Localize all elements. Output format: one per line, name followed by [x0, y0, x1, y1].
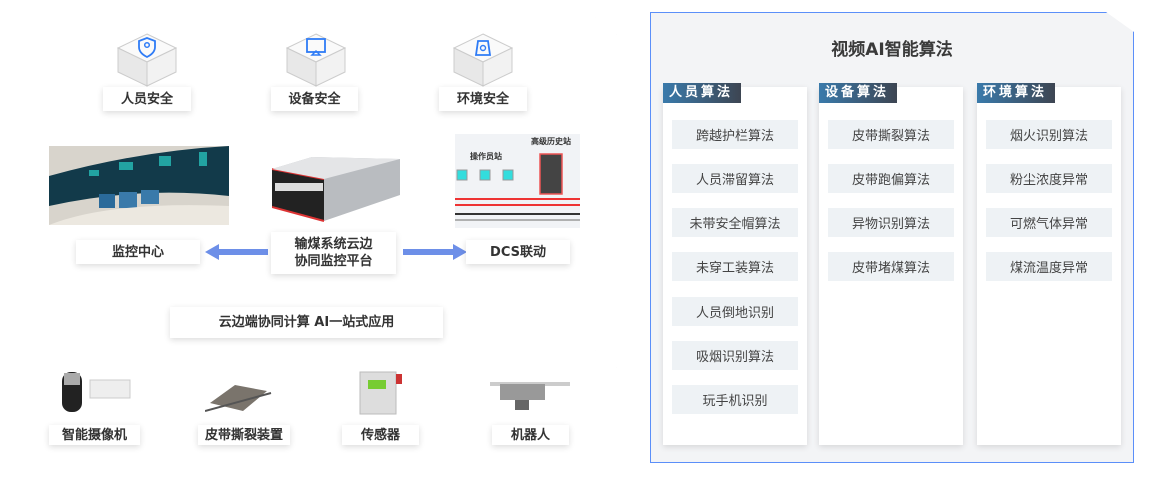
middle-banner: 云边端协同计算 AI一站式应用 [170, 307, 443, 338]
safety-label-personnel: 人员安全 [103, 87, 191, 111]
dcs-label: DCS联动 [466, 240, 570, 264]
dcs-network-graphic [455, 153, 580, 221]
sensor-image [359, 371, 402, 415]
column-equipment: 设备算法 皮带撕裂算法 皮带跑偏算法 异物识别算法 皮带堵煤算法 [819, 87, 963, 445]
belt-tear-device-image [205, 385, 272, 412]
safety-label-equipment: 设备安全 [271, 87, 358, 111]
algorithm-item[interactable]: 人员倒地识别 [672, 297, 798, 326]
safety-label-environment: 环境安全 [439, 87, 527, 111]
dcs-diagram: 高级历史站 操作员站 [455, 134, 580, 228]
platform-label: 输煤系统云边 协同监控平台 [271, 232, 396, 274]
monitoring-center-image [49, 146, 229, 225]
arrow-left [218, 249, 268, 255]
ai-algorithm-panel: 视频AI智能算法 人员算法 跨越护栏算法 人员滞留算法 未带安全帽算法 未穿工装… [650, 12, 1134, 463]
algorithm-item[interactable]: 烟火识别算法 [986, 120, 1112, 149]
robot-image [490, 382, 570, 410]
operator-station-label: 操作员站 [470, 152, 502, 161]
algorithm-item[interactable]: 皮带撕裂算法 [828, 120, 954, 149]
platform-line-2: 协同监控平台 [294, 254, 373, 269]
algorithm-item[interactable]: 跨越护栏算法 [672, 120, 798, 149]
arrow-right [403, 249, 454, 255]
column-header: 环境算法 [977, 83, 1055, 103]
algorithm-item[interactable]: 未穿工装算法 [672, 252, 798, 281]
column-environment: 环境算法 烟火识别算法 粉尘浓度异常 可燃气体异常 煤流温度异常 [977, 87, 1121, 445]
monitoring-center-label: 监控中心 [76, 240, 200, 264]
arrow-right-head [453, 244, 467, 260]
column-header: 人员算法 [663, 83, 741, 103]
platform-line-1: 输煤系统云边 [294, 237, 373, 252]
algorithm-item[interactable]: 玩手机识别 [672, 385, 798, 414]
person-shield-icon [116, 33, 178, 87]
column-personnel: 人员算法 跨越护栏算法 人员滞留算法 未带安全帽算法 未穿工装算法 人员倒地识别… [663, 87, 807, 445]
algorithm-item[interactable]: 吸烟识别算法 [672, 341, 798, 370]
server-image [272, 157, 400, 222]
monitor-icon [285, 33, 347, 87]
algorithm-item[interactable]: 粉尘浓度异常 [986, 164, 1112, 193]
device-label-sensor: 传感器 [342, 425, 419, 445]
environment-icon [452, 33, 514, 87]
device-label-belt-tear: 皮带撕裂装置 [198, 425, 290, 445]
algorithm-item[interactable]: 皮带堵煤算法 [828, 252, 954, 281]
column-header: 设备算法 [819, 83, 897, 103]
algorithm-item[interactable]: 人员滞留算法 [672, 164, 798, 193]
algorithm-item[interactable]: 可燃气体异常 [986, 208, 1112, 237]
device-label-camera: 智能摄像机 [49, 425, 140, 445]
algorithm-item[interactable]: 皮带跑偏算法 [828, 164, 954, 193]
ai-panel-title: 视频AI智能算法 [831, 40, 953, 60]
arrow-left-head [205, 244, 219, 260]
algorithm-item[interactable]: 异物识别算法 [828, 208, 954, 237]
history-station-label: 高级历史站 [531, 137, 571, 146]
device-label-robot: 机器人 [492, 425, 569, 445]
algorithm-item[interactable]: 煤流温度异常 [986, 252, 1112, 281]
algorithm-item[interactable]: 未带安全帽算法 [672, 208, 798, 237]
camera-image [62, 372, 131, 412]
